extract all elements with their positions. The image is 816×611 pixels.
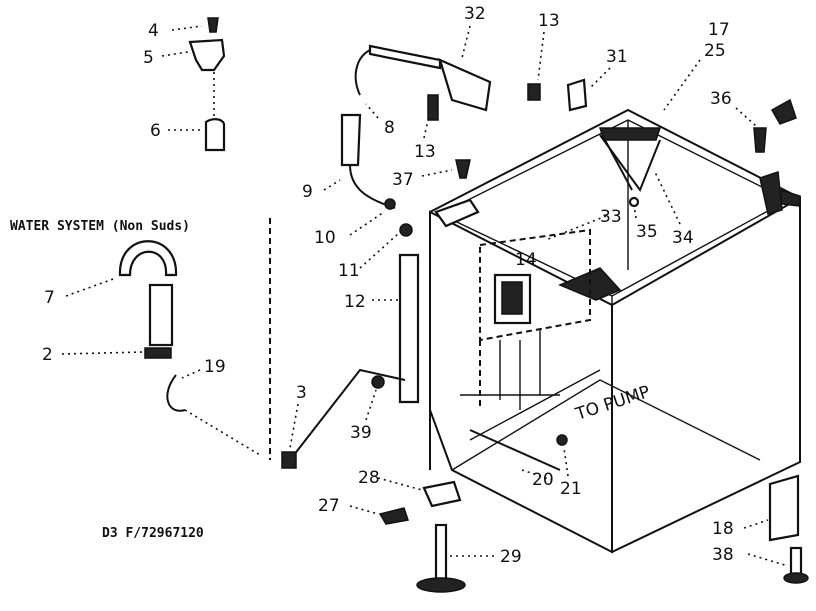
label-8: 8 <box>384 118 395 138</box>
screw-35-part <box>628 196 640 208</box>
clip-31-part <box>566 78 588 112</box>
label-33: 33 <box>600 207 622 227</box>
label-28: 28 <box>358 468 380 488</box>
grommet-39-part <box>371 375 385 389</box>
label-32: 32 <box>464 4 486 24</box>
label-36: 36 <box>710 89 732 109</box>
screw-27-part <box>378 507 409 525</box>
drain-assembly <box>281 253 420 469</box>
hose-9-part <box>340 113 362 167</box>
parts-4-5-6 <box>188 17 226 152</box>
hose-elbow-7-part <box>118 240 178 277</box>
leg-29-part <box>434 523 448 582</box>
label-4: 4 <box>148 21 159 41</box>
screw-36-part <box>753 127 767 153</box>
label-27: 27 <box>318 496 340 516</box>
clamp-3-part <box>281 451 297 469</box>
label-34: 34 <box>672 228 694 248</box>
water-valve-assembly <box>340 44 797 237</box>
console-switch <box>493 273 532 325</box>
hose-6-part <box>204 118 226 152</box>
label-13: 13 <box>414 142 436 162</box>
label-6: 6 <box>150 121 161 141</box>
label-37: 37 <box>392 170 414 190</box>
plug-37-part <box>455 159 471 179</box>
hose-12-part <box>398 253 420 404</box>
label-18: 18 <box>712 519 734 539</box>
label-20: 20 <box>532 470 554 490</box>
bottom-parts: TO PUMP <box>378 382 809 593</box>
leg-38-part <box>789 546 803 578</box>
part-number-labels: 4 5 6 32 13 31 17 25 36 8 13 37 9 10 11 … <box>42 4 734 567</box>
label-13-top: 13 <box>538 11 560 31</box>
label-3: 3 <box>296 383 307 403</box>
screw-13-part <box>427 94 439 121</box>
label-35: 35 <box>636 222 658 242</box>
label-17: 17 <box>708 20 730 40</box>
screw-13b-part <box>527 83 541 101</box>
bracket-36-part <box>770 98 797 125</box>
clamp-2-part <box>144 347 172 359</box>
label-12: 12 <box>344 292 366 312</box>
label-14: 14 <box>515 250 537 270</box>
leg-foot-part <box>416 577 466 593</box>
screw-4-part <box>207 17 219 33</box>
label-19: 19 <box>204 357 226 377</box>
label-9: 9 <box>302 182 313 202</box>
label-5: 5 <box>143 48 154 68</box>
label-10: 10 <box>314 228 336 248</box>
hose-tube-part <box>148 283 174 347</box>
bracket-18-part <box>768 474 800 542</box>
grommet-21-part <box>556 434 568 446</box>
label-29: 29 <box>500 547 522 567</box>
label-2: 2 <box>42 345 53 365</box>
nut-11-part <box>399 223 413 237</box>
cabinet <box>429 108 801 554</box>
label-38: 38 <box>712 545 734 565</box>
label-11: 11 <box>338 261 360 281</box>
drawing-code: D3 F/72967120 <box>102 526 204 541</box>
bracket-28-part <box>422 480 462 508</box>
clamp-10-part <box>384 198 396 210</box>
label-21: 21 <box>560 479 582 499</box>
valve-32-part <box>438 58 492 112</box>
leader-lines <box>61 25 789 567</box>
label-39: 39 <box>350 423 372 443</box>
label-25: 25 <box>704 41 726 61</box>
water-system-panel: WATER SYSTEM (Non Suds) <box>10 218 271 460</box>
water-system-caption: WATER SYSTEM (Non Suds) <box>10 219 190 234</box>
label-7: 7 <box>44 288 55 308</box>
label-31: 31 <box>606 47 628 67</box>
clamp-5-part <box>188 38 226 72</box>
